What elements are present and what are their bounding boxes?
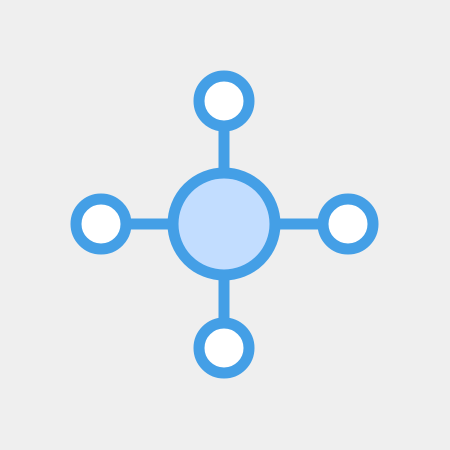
node-bottom xyxy=(193,317,255,379)
node-left xyxy=(70,193,132,255)
node-right xyxy=(317,193,379,255)
node-top xyxy=(193,70,255,132)
hub-node xyxy=(167,167,281,281)
